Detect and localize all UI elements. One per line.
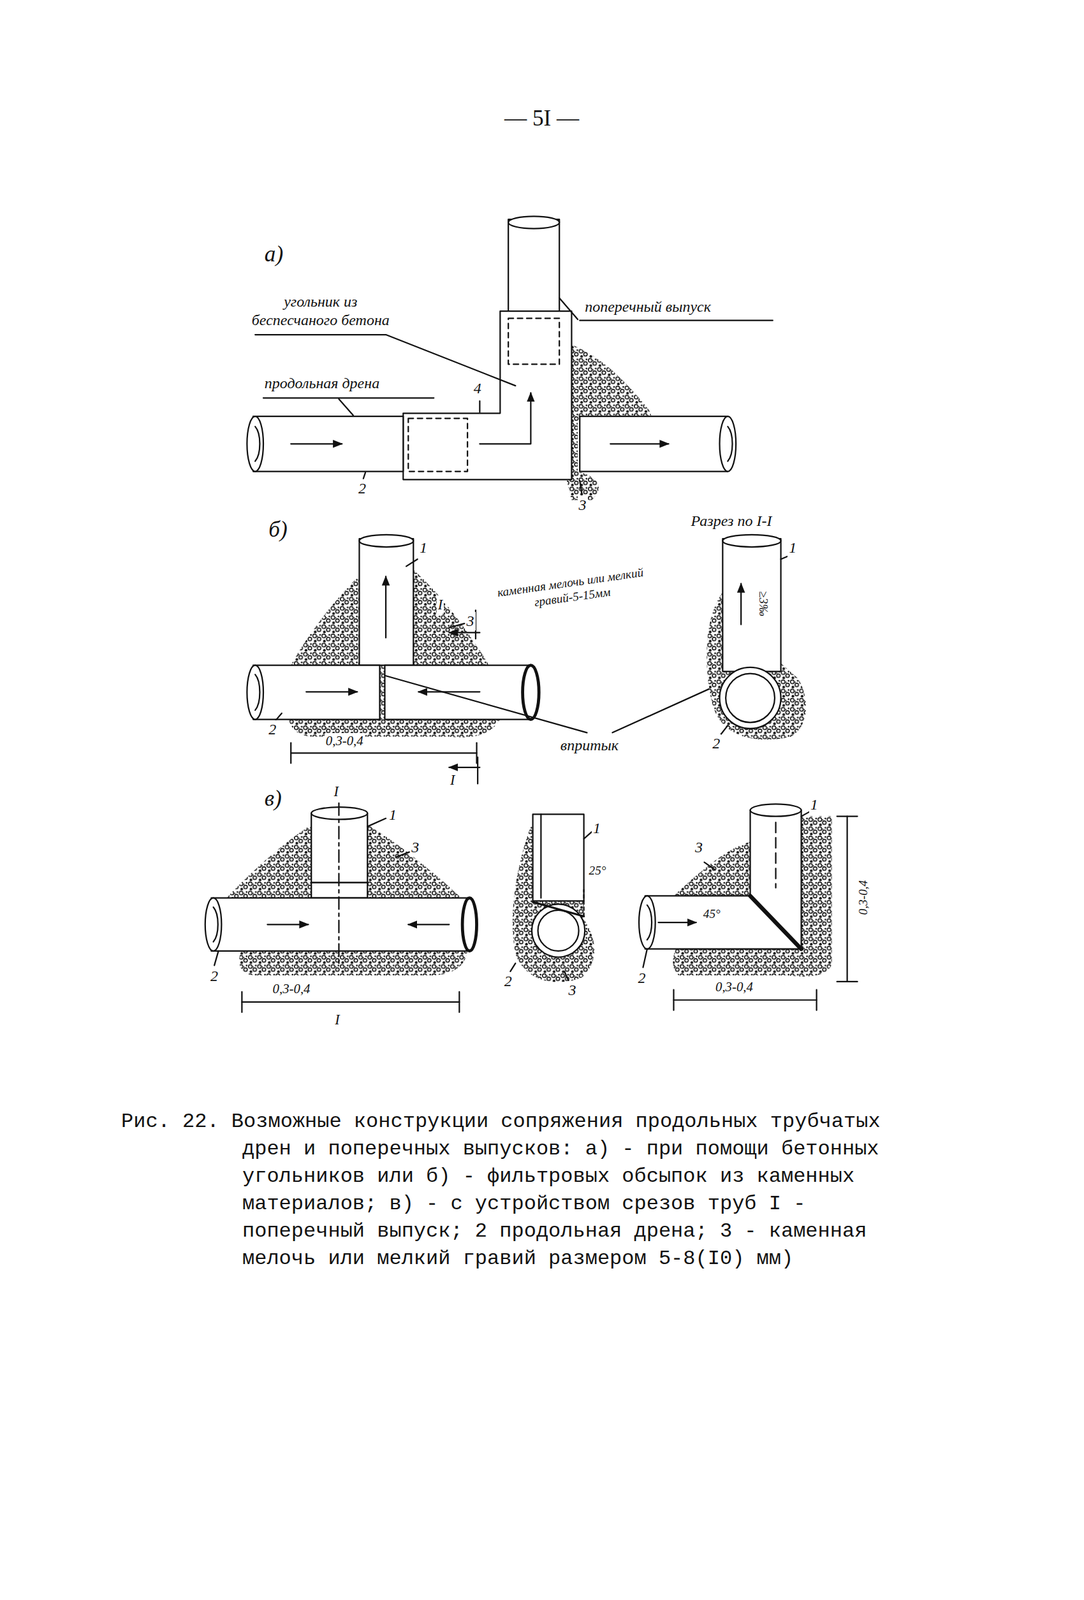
callout-number: 1 bbox=[809, 795, 820, 815]
callout-number: 1 bbox=[387, 805, 398, 825]
figure-c bbox=[205, 803, 858, 1013]
callout-number: 2 bbox=[710, 734, 722, 754]
section-marker: I bbox=[333, 1011, 341, 1030]
callout-number: 3 bbox=[577, 496, 588, 515]
figure-letter: в) bbox=[263, 785, 284, 813]
section-label: Разрез по I-I bbox=[689, 512, 774, 531]
callout-number: 1 bbox=[787, 538, 798, 558]
part-label: поперечный выпуск bbox=[583, 297, 713, 317]
callout-number: 3 bbox=[693, 838, 704, 857]
figure-a bbox=[246, 216, 773, 500]
callout-number: 2 bbox=[209, 967, 220, 986]
slope-label: ≥3‰ bbox=[755, 590, 771, 618]
dimension: 0,3-0,4 bbox=[855, 879, 871, 917]
section-marker: I bbox=[436, 596, 444, 615]
callout-number: 4 bbox=[472, 379, 483, 398]
part-label: угольник из беспесчаного бетона bbox=[242, 292, 399, 330]
figure-letter: б) bbox=[267, 516, 289, 544]
callout-number: 2 bbox=[636, 969, 647, 988]
callout-number: 2 bbox=[357, 479, 368, 499]
dimension: 0,3-0,4 bbox=[324, 733, 365, 750]
dimension: 0,3-0,4 bbox=[714, 979, 755, 996]
dimension: 0,3-0,4 bbox=[271, 981, 312, 998]
callout-number: 1 bbox=[591, 819, 602, 838]
material-note: каменная мелочь или мелкий гравий-5-15мм bbox=[482, 563, 661, 617]
figure-b bbox=[246, 534, 806, 785]
page-number: — 5I — bbox=[503, 104, 581, 132]
callout-number: 1 bbox=[418, 538, 429, 558]
angle-label: 25° bbox=[587, 863, 608, 879]
angle-label: 45° bbox=[702, 906, 722, 922]
figure-letter: а) bbox=[263, 241, 285, 268]
part-label: впритык bbox=[559, 736, 620, 755]
callout-number: 3 bbox=[410, 838, 421, 857]
callout-number: 3 bbox=[567, 981, 578, 1000]
part-label: продольная дрена bbox=[263, 374, 381, 393]
section-marker: I bbox=[332, 783, 340, 801]
callout-number: 2 bbox=[267, 720, 278, 740]
callout-number: 2 bbox=[503, 972, 514, 991]
section-marker: I bbox=[448, 772, 456, 790]
callout-number: 3 bbox=[465, 612, 476, 631]
figure-caption: Рис. 22. Возможные конструкции сопряжени… bbox=[121, 1108, 896, 1273]
